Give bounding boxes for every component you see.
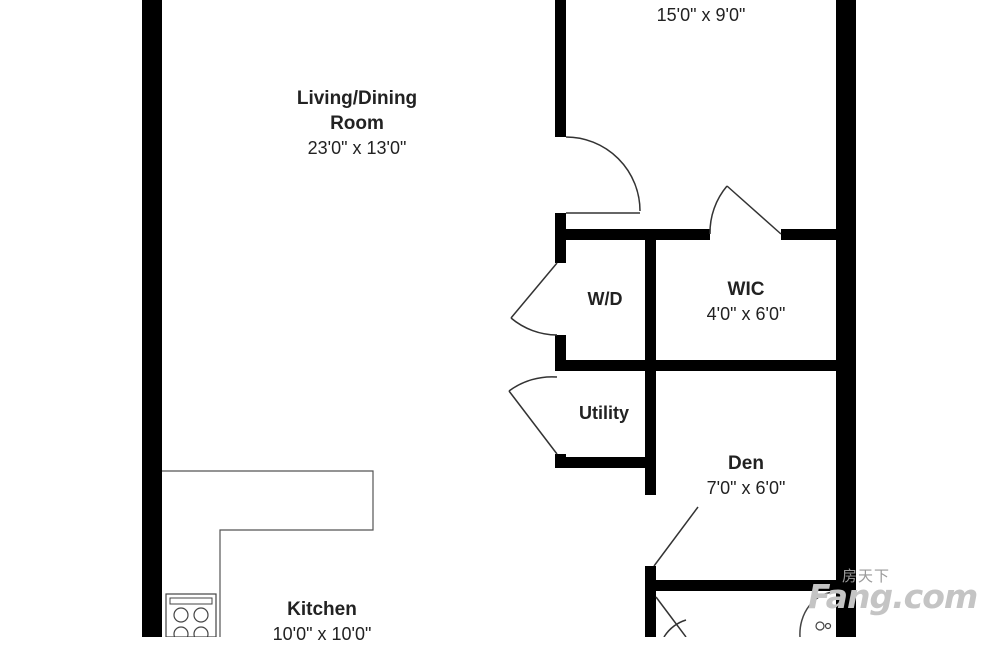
stove [165,593,217,637]
wall-utility-right [645,360,656,495]
room-name-living-2: Room [330,113,384,134]
room-dims-wic: 4'0" x 6'0" [706,304,786,324]
room-label-utility: Utility [579,401,629,426]
door-utility [508,376,558,392]
wall-bedroom-left [555,0,566,137]
wall-closet-top [555,229,710,240]
room-dims-living: 23'0" x 13'0" [307,138,407,158]
burner [193,626,209,637]
room-label-den: Den 7'0" x 6'0" [707,451,786,500]
room-name-utility: Utility [578,403,630,423]
door-wic-leaf [726,185,782,235]
door-bathroom [655,596,687,637]
room-dims-kitchen: 10'0" x 10'0" [272,624,372,644]
wall-left-exterior [142,0,162,637]
door-bedroom [565,136,641,212]
burner [173,607,189,623]
wall-wic-top-right [781,229,838,240]
room-label-bedroom: 15'0" x 9'0" [657,3,746,27]
room-name-wd: W/D [587,289,623,309]
wall-den-left-upper [645,457,656,495]
room-name-living-1: Living/Dining [296,88,418,109]
wall-den-bottom [645,580,838,591]
room-label-kitchen: Kitchen 10'0" x 10'0" [273,597,372,646]
kitchen-counter [162,470,374,637]
burner [173,626,189,637]
watermark-latin: Fang.com [808,577,978,616]
room-dims-den: 7'0" x 6'0" [706,478,786,498]
room-name-den: Den [728,453,764,474]
watermark-chinese: 房天下 [842,567,891,585]
door-utility-leaf [508,390,558,455]
door-den-leaf [653,506,699,567]
wall-closet-middle [555,360,838,371]
room-name-kitchen: Kitchen [287,599,357,620]
room-name-wic: WIC [727,279,765,300]
sink-fixture [799,591,837,637]
wall-right-exterior [836,0,856,637]
sink-tap [824,622,832,630]
burner [193,607,209,623]
door-bathroom-arc [663,619,687,637]
room-label-living: Living/Dining Room 23'0" x 13'0" [297,86,417,160]
sink-drain [815,621,825,631]
wall-wd-wic-divider [645,229,656,371]
door-wd-leaf [510,262,558,319]
wall-utility-left [555,454,566,468]
door-wd [510,317,558,336]
room-label-wic: WIC 4'0" x 6'0" [707,277,786,326]
room-label-wd: W/D [588,287,623,312]
wall-utility-bottom [555,457,656,468]
wall-closet-left-mid [555,335,566,371]
stove-panel [169,597,213,605]
room-dims-bedroom: 15'0" x 9'0" [656,5,746,25]
watermark-logo: 房天下 Fang.com [808,565,988,620]
door-wic [709,185,728,235]
wall-den-left-lower [645,566,656,637]
